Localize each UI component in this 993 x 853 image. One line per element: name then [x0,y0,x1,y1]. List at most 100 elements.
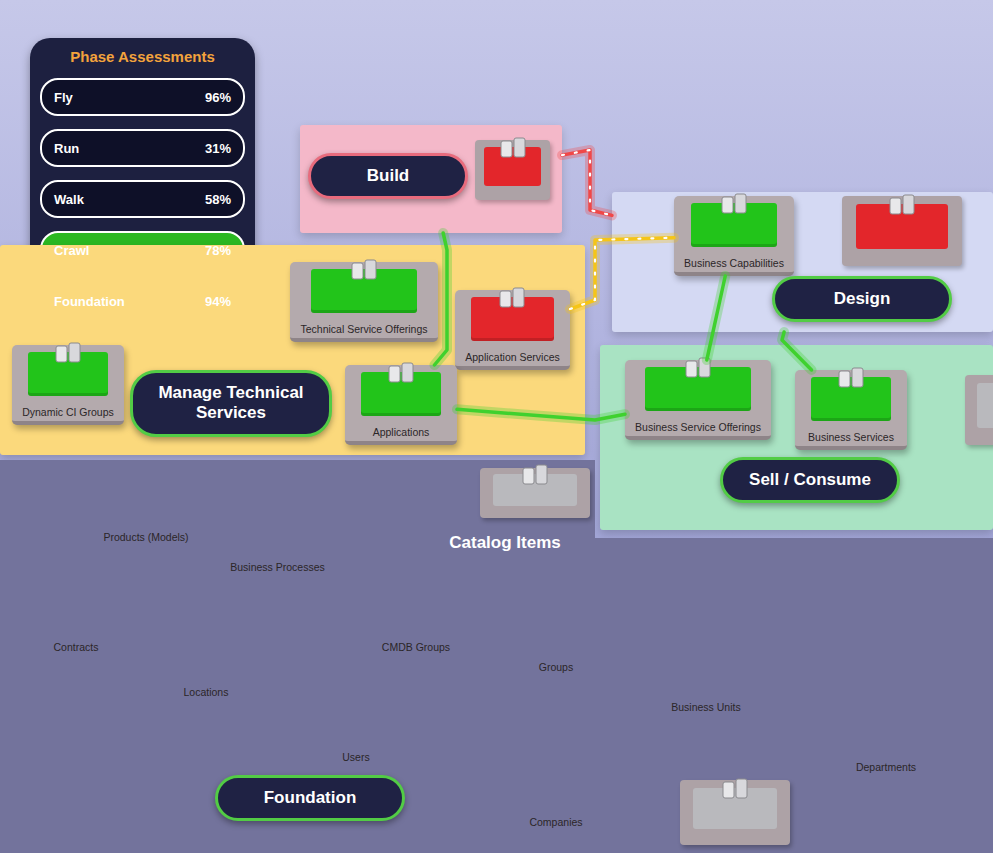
tile-label: Business Capabilities [684,257,784,269]
plain-tile [480,468,590,518]
phase-score: 78% [205,243,231,258]
tile-label-row: Business Service Offerings [625,417,771,435]
plane-name: Foundation [264,788,357,807]
icon-block [56,346,67,362]
business-capabilities-tile: Business Capabilities [674,196,794,276]
tile-label: Business Processes [230,561,325,573]
phase-score: 58% [205,192,231,207]
tile-icon [520,464,550,486]
icon-block [839,371,850,387]
design-plane: Business CapabilitiesDesign [612,192,993,332]
tile-top [311,269,418,313]
icon-block [513,288,524,307]
icon-block [365,260,376,279]
tile-label-row: Applications [345,422,457,440]
application-services-tile: Application Services [455,290,570,370]
icon-block [501,141,512,157]
connector [707,276,725,360]
tile-label-row: Application Services [455,347,570,365]
icon-block [735,194,746,213]
icon-block [69,343,80,362]
connector-glow [782,332,812,370]
phase-row: Fly96% [40,78,245,116]
connector [457,409,625,420]
tile-top [977,383,993,428]
phase-name: Foundation [54,294,125,309]
plane-outline [0,460,993,853]
manage-plane: Dynamic CI Groups Technical Service Offer… [0,245,585,455]
plane-pill: Design [772,276,952,322]
tile-icon [887,194,917,216]
icon-block [514,138,525,157]
tile-icon [386,362,416,384]
tile-icon [497,287,527,309]
connector-glow [434,233,447,365]
phase-name: Crawl [54,243,89,258]
tile-icon [719,193,749,215]
plane-pill: Manage Technical Services [130,370,332,437]
tile-icon [53,342,83,364]
plane-pill: Build [308,153,468,199]
group-name: Catalog Items [449,533,560,552]
connector [570,238,674,309]
icon-block [389,366,400,382]
tile-top [645,367,750,411]
tile-label: Contracts [54,641,99,653]
icon-block [500,291,511,307]
tile-label: Business Service Offerings [635,421,761,433]
icon-block [523,468,534,484]
tile-top [471,297,554,341]
icon-block [890,198,901,214]
tile-label: Products (Models) [103,531,188,543]
tile-top [28,352,109,396]
connector-lights [562,150,612,215]
phase-row: Walk58% [40,180,245,218]
phase-name: Run [54,141,79,156]
connector [782,332,812,370]
tile-top [693,788,777,830]
plane-name: Design [834,289,891,308]
phase-row: Run 31% [40,129,245,167]
tile-top [691,203,777,247]
plain-tile [965,375,993,445]
tile-top [361,372,442,416]
icon-block [352,263,363,279]
tile-label: Dynamic CI Groups [22,406,114,418]
dynamic-ci-groups-tile: Dynamic CI Groups [12,345,124,425]
phase-score: 94% [205,294,231,309]
panel-title: Phase Assessments [30,48,255,65]
business-service-offerings-tile: Business Service Offerings [625,360,771,440]
icon-block [722,197,733,213]
icon-block [736,779,747,798]
tile-label-row: Business Capabilities [674,253,794,271]
business-services-tile: Business Services [795,370,907,450]
tile-label: CMDB Groups [382,641,450,653]
connector [562,150,612,215]
icon-block [903,195,914,214]
phase-score: 96% [205,90,231,105]
connector-glow [707,276,725,360]
technical-service-offerings-tile: Technical Service Offerings [290,262,438,342]
phase-score: 31% [205,141,231,156]
tile-label-row: Business Services [795,427,907,445]
icon-block [723,782,734,798]
tile-label: Technical Service Offerings [300,323,427,335]
icon-block [699,358,710,377]
plane-name: Build [367,166,410,185]
tile-label: Business Units [671,701,740,713]
connector [434,233,447,365]
plane-pill: Foundation [215,775,405,821]
build-plane: Build [300,125,562,233]
tile-label: Groups [539,661,573,673]
icon-block [536,465,547,484]
sell-consume-plane: Business Service OfferingsBusiness Servi… [600,345,993,530]
tile-label: Departments [856,761,916,773]
plain-tile [842,196,962,266]
tile-label: Applications [373,426,430,438]
tile-top [856,204,947,249]
icon-block [402,363,413,382]
connector-glow [570,238,674,309]
tile-icon [720,778,750,800]
plain-tile [475,140,550,200]
